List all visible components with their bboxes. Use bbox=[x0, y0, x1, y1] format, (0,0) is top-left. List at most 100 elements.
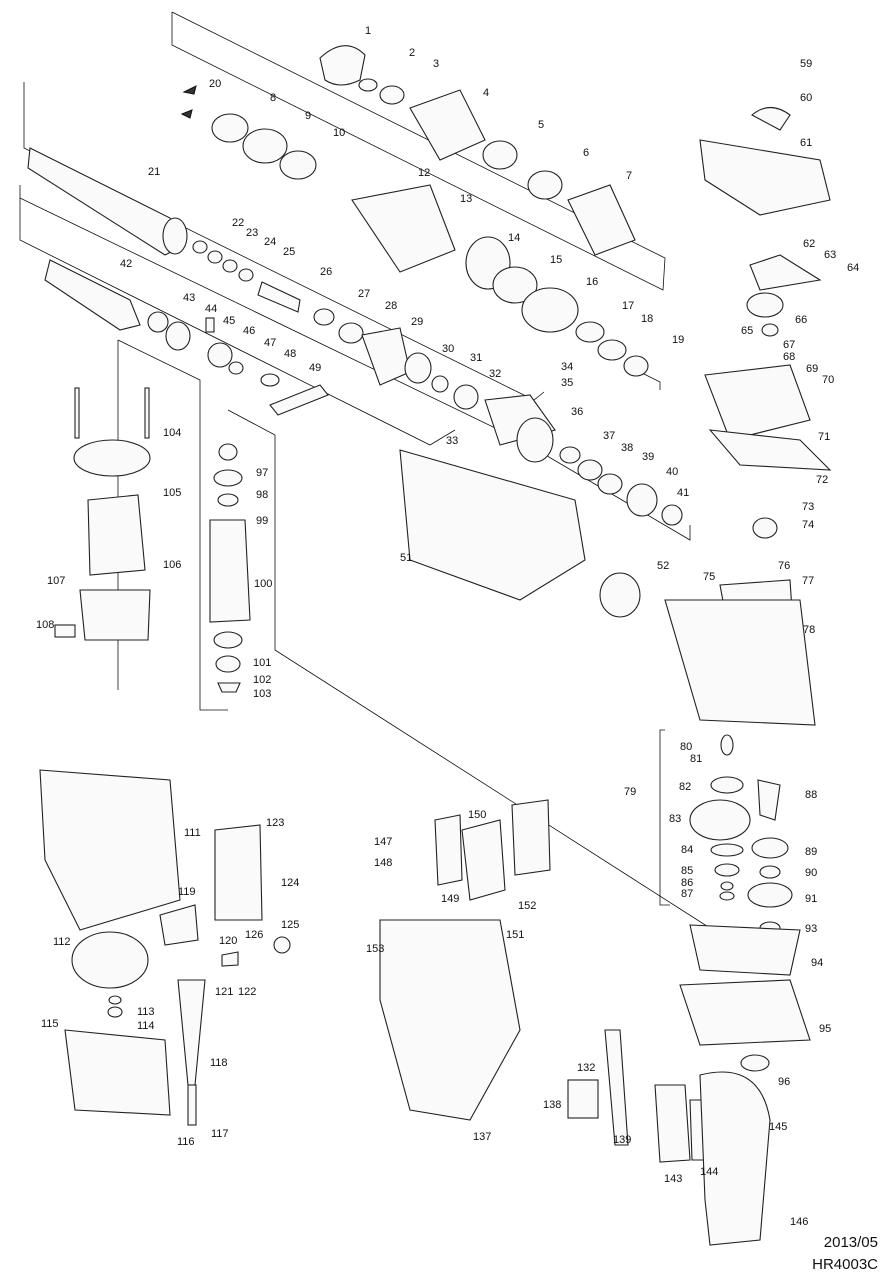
label-1: 1 bbox=[365, 25, 371, 37]
label-145: 145 bbox=[769, 1121, 787, 1133]
label-13: 13 bbox=[460, 193, 472, 205]
label-8: 8 bbox=[270, 92, 276, 104]
label-87: 87 bbox=[681, 888, 693, 900]
label-105: 105 bbox=[163, 487, 181, 499]
label-139: 139 bbox=[613, 1134, 631, 1146]
label-37: 37 bbox=[603, 430, 615, 442]
label-35: 35 bbox=[561, 377, 573, 389]
label-25: 25 bbox=[283, 246, 295, 258]
label-59: 59 bbox=[800, 58, 812, 70]
label-123: 123 bbox=[266, 817, 284, 829]
motor-housing-group bbox=[39, 769, 291, 1126]
label-47: 47 bbox=[264, 337, 276, 349]
label-96: 96 bbox=[778, 1076, 790, 1088]
top-cover-group bbox=[664, 106, 832, 726]
label-38: 38 bbox=[621, 442, 633, 454]
label-12: 12 bbox=[418, 167, 430, 179]
label-33: 33 bbox=[446, 435, 458, 447]
label-120: 120 bbox=[219, 935, 237, 947]
label-85: 85 bbox=[681, 865, 693, 877]
front-parts-group bbox=[180, 45, 649, 377]
label-83: 83 bbox=[669, 813, 681, 825]
label-24: 24 bbox=[264, 236, 276, 248]
label-78: 78 bbox=[803, 624, 815, 636]
label-29: 29 bbox=[411, 316, 423, 328]
label-31: 31 bbox=[470, 352, 482, 364]
label-17: 17 bbox=[622, 300, 634, 312]
label-122: 122 bbox=[238, 986, 256, 998]
label-2: 2 bbox=[409, 47, 415, 59]
label-75: 75 bbox=[703, 571, 715, 583]
label-147: 147 bbox=[374, 836, 392, 848]
label-153: 153 bbox=[366, 943, 384, 955]
label-125: 125 bbox=[281, 919, 299, 931]
label-108: 108 bbox=[36, 619, 54, 631]
label-26: 26 bbox=[320, 266, 332, 278]
motor-group bbox=[54, 387, 251, 693]
diagram-date: 2013/05 bbox=[823, 1234, 878, 1251]
label-65: 65 bbox=[741, 325, 753, 337]
label-117: 117 bbox=[211, 1128, 229, 1140]
label-20: 20 bbox=[209, 78, 221, 90]
label-114: 114 bbox=[137, 1020, 155, 1032]
label-67: 67 bbox=[783, 339, 795, 351]
label-16: 16 bbox=[586, 276, 598, 288]
label-7: 7 bbox=[626, 170, 632, 182]
label-119: 119 bbox=[178, 886, 196, 898]
label-48: 48 bbox=[284, 348, 296, 360]
label-116: 116 bbox=[177, 1136, 195, 1148]
label-146: 146 bbox=[790, 1216, 808, 1228]
label-102: 102 bbox=[253, 674, 271, 686]
label-63: 63 bbox=[824, 249, 836, 261]
label-62: 62 bbox=[803, 238, 815, 250]
gear-group bbox=[679, 734, 811, 1072]
label-79: 79 bbox=[624, 786, 636, 798]
label-14: 14 bbox=[508, 232, 520, 244]
label-6: 6 bbox=[583, 147, 589, 159]
label-152: 152 bbox=[518, 900, 536, 912]
label-126: 126 bbox=[245, 929, 263, 941]
label-93: 93 bbox=[805, 923, 817, 935]
label-97: 97 bbox=[256, 467, 268, 479]
label-151: 151 bbox=[506, 929, 524, 941]
label-39: 39 bbox=[642, 451, 654, 463]
label-111: 111 bbox=[184, 827, 201, 839]
label-80: 80 bbox=[680, 741, 692, 753]
label-3: 3 bbox=[433, 58, 439, 70]
label-15: 15 bbox=[550, 254, 562, 266]
label-71: 71 bbox=[818, 431, 830, 443]
label-40: 40 bbox=[666, 466, 678, 478]
model-number: HR4003C bbox=[812, 1256, 878, 1273]
label-36: 36 bbox=[571, 406, 583, 418]
label-66: 66 bbox=[795, 314, 807, 326]
label-34: 34 bbox=[561, 361, 573, 373]
label-52: 52 bbox=[657, 560, 669, 572]
label-64: 64 bbox=[847, 262, 859, 274]
label-88: 88 bbox=[805, 789, 817, 801]
label-98: 98 bbox=[256, 489, 268, 501]
label-5: 5 bbox=[538, 119, 544, 131]
label-103: 103 bbox=[253, 688, 271, 700]
label-82: 82 bbox=[679, 781, 691, 793]
label-32: 32 bbox=[489, 368, 501, 380]
label-51: 51 bbox=[400, 552, 412, 564]
label-60: 60 bbox=[800, 92, 812, 104]
label-148: 148 bbox=[374, 857, 392, 869]
label-115: 115 bbox=[41, 1018, 59, 1030]
label-144: 144 bbox=[700, 1166, 718, 1178]
label-19: 19 bbox=[672, 334, 684, 346]
label-77: 77 bbox=[802, 575, 814, 587]
label-106: 106 bbox=[163, 559, 181, 571]
label-107: 107 bbox=[47, 575, 65, 587]
label-68: 68 bbox=[783, 351, 795, 363]
label-149: 149 bbox=[441, 893, 459, 905]
label-46: 46 bbox=[243, 325, 255, 337]
piston-group bbox=[44, 259, 329, 416]
label-99: 99 bbox=[256, 515, 268, 527]
label-91: 91 bbox=[805, 893, 817, 905]
part-labels: 1 2 3 4 5 6 7 8 9 10 12 13 14 15 16 17 1… bbox=[36, 25, 859, 1228]
label-124: 124 bbox=[281, 877, 299, 889]
label-70: 70 bbox=[822, 374, 834, 386]
switch-handle-group bbox=[379, 799, 771, 1246]
